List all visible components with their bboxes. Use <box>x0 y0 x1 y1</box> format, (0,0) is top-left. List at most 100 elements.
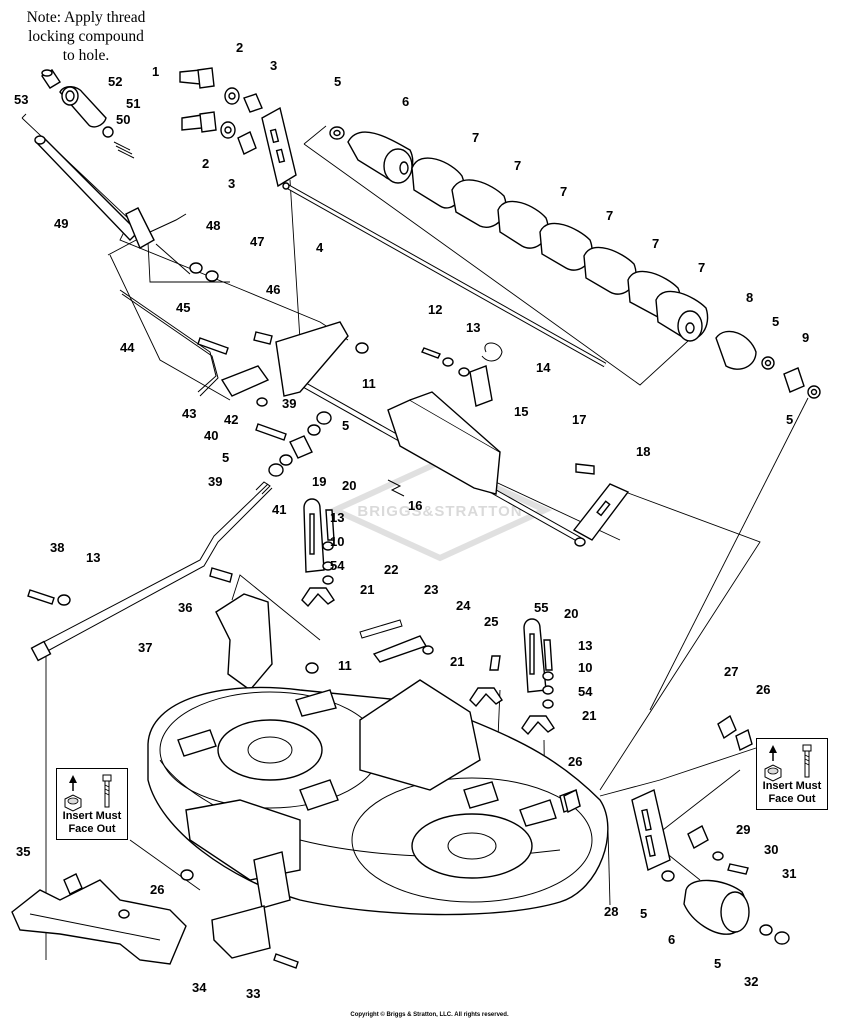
part-number: 41 <box>272 502 286 517</box>
insert-note-line2: Face Out <box>68 823 116 835</box>
part-number: 46 <box>266 282 280 297</box>
copyright-notice: Copyright © Briggs & Stratton, LLC. All … <box>350 1012 509 1018</box>
part-number: 4 <box>316 240 324 255</box>
front-hitch-bracket <box>11 873 187 965</box>
part-number: 2 <box>202 156 209 171</box>
part-number: 13 <box>466 320 480 335</box>
part-number: 13 <box>86 550 100 565</box>
part-number-labels: 53 52 51 50 49 1 2 2 3 3 4 5 6 7 7 7 7 7… <box>14 40 809 1001</box>
roller-segments <box>347 131 757 370</box>
nut-insert-icon <box>64 774 112 812</box>
part-number: 17 <box>572 412 586 427</box>
part-number: 26 <box>756 682 770 697</box>
insert-note-text: Insert Must Face Out <box>757 780 827 806</box>
part-number: 5 <box>786 412 793 427</box>
part-number: 7 <box>698 260 705 275</box>
part-number: 42 <box>224 412 238 427</box>
nut-insert-icon <box>764 744 812 782</box>
part-number: 19 <box>312 474 326 489</box>
part-number: 11 <box>362 376 376 391</box>
lift-shaft-assembly <box>275 321 630 547</box>
part-number: 10 <box>330 534 344 549</box>
part-number: 53 <box>14 92 28 107</box>
part-number: 5 <box>714 956 721 971</box>
part-number: 22 <box>384 562 398 577</box>
hanger-brackets <box>301 498 555 736</box>
part-number: 36 <box>178 600 192 615</box>
rear-lift-bracket <box>387 463 595 497</box>
part-number: 51 <box>126 96 140 111</box>
part-number: 29 <box>736 822 750 837</box>
roller-shaft <box>282 182 607 368</box>
part-number: 44 <box>120 340 135 355</box>
part-number: 5 <box>334 74 341 89</box>
part-number: 8 <box>746 290 753 305</box>
baffle-plates <box>359 619 434 663</box>
side-plate <box>211 905 299 969</box>
part-number: 20 <box>342 478 356 493</box>
part-number: 43 <box>182 406 196 421</box>
insert-note-line1: Insert Must <box>62 810 122 822</box>
part-number: 28 <box>604 904 618 919</box>
part-number: 54 <box>578 684 593 699</box>
part-number: 12 <box>428 302 442 317</box>
pin-clip-link <box>421 342 503 407</box>
roller-bracket <box>261 106 297 188</box>
part-number: 52 <box>108 74 122 89</box>
part-number: 45 <box>176 300 190 315</box>
part-number: 5 <box>222 450 229 465</box>
part-number: 55 <box>534 600 548 615</box>
thread-locking-note: Note: Apply thread locking compound to h… <box>6 8 166 65</box>
bolt-washer-spacer-set <box>179 67 263 155</box>
rear-roller-parts <box>563 714 790 945</box>
part-number: 49 <box>54 216 68 231</box>
washers-and-spacers <box>329 126 821 399</box>
part-number: 5 <box>772 314 779 329</box>
part-number: 23 <box>424 582 438 597</box>
insert-note-line2: Face Out <box>768 793 816 805</box>
part-number: 7 <box>472 130 479 145</box>
part-number: 10 <box>578 660 592 675</box>
part-number: 38 <box>50 540 64 555</box>
part-number: 3 <box>270 58 277 73</box>
deck-bracket <box>209 567 319 691</box>
insert-note-line1: Insert Must <box>762 780 822 792</box>
part-number: 6 <box>668 932 675 947</box>
insert-callout-box-right: Insert Must Face Out <box>756 738 828 810</box>
part-number: 1 <box>152 64 159 79</box>
note-line-3: to hole. <box>62 47 110 64</box>
part-number: 26 <box>150 882 164 897</box>
part-number: 21 <box>360 582 374 597</box>
part-number: 32 <box>744 974 758 989</box>
part-number: 21 <box>450 654 464 669</box>
part-number: 11 <box>338 658 352 673</box>
insert-note-text: Insert Must Face Out <box>57 810 127 836</box>
part-number: 9 <box>802 330 809 345</box>
part-number: 21 <box>582 708 596 723</box>
part-number: 13 <box>330 510 344 525</box>
part-number: 7 <box>606 208 613 223</box>
part-number: 54 <box>330 558 345 573</box>
part-number: 3 <box>228 176 235 191</box>
part-number: 37 <box>138 640 152 655</box>
part-number: 35 <box>16 844 30 859</box>
watermark-text: BRIGGS&STRATTON <box>357 503 522 520</box>
part-number: 5 <box>640 906 647 921</box>
part-number: 15 <box>514 404 528 419</box>
part-number: 26 <box>568 754 582 769</box>
note-line-2: locking compound <box>28 28 144 45</box>
part-number: 33 <box>246 986 260 1001</box>
part-number: 48 <box>206 218 220 233</box>
part-number: 6 <box>402 94 409 109</box>
part-number: 20 <box>564 606 578 621</box>
part-number: 18 <box>636 444 650 459</box>
note-line-1: Note: Apply thread <box>26 9 146 26</box>
part-number: 7 <box>514 158 521 173</box>
part-number: 2 <box>236 40 243 55</box>
part-number: 25 <box>484 614 498 629</box>
part-number: 7 <box>560 184 567 199</box>
part-number: 31 <box>782 866 796 881</box>
part-number: 40 <box>204 428 218 443</box>
part-number: 13 <box>578 638 592 653</box>
